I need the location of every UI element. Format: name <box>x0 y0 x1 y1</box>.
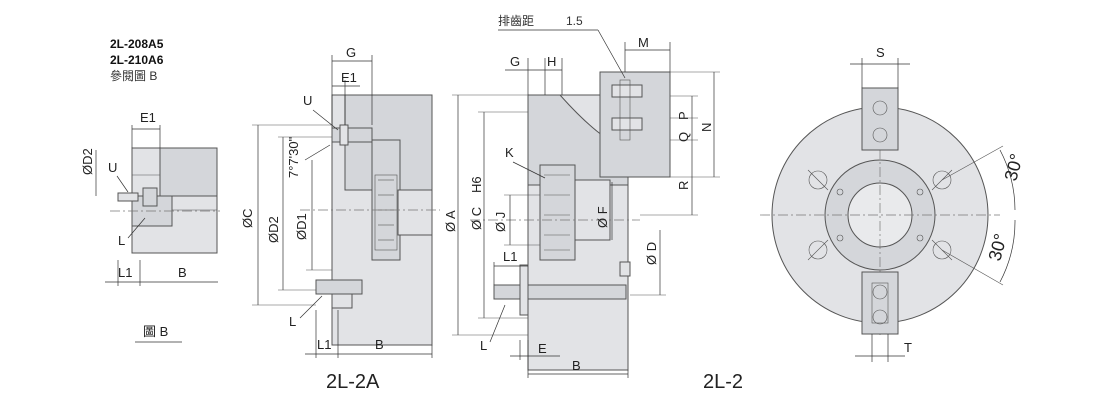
figure-b: E1 ØD2 U L L1 B 圖 B <box>80 110 220 343</box>
2l-2-port <box>619 261 631 277</box>
2l-2-pitch-value: 1.5 <box>566 14 583 28</box>
2l-2-h-label: H <box>547 54 556 69</box>
figure-b-screw <box>117 192 139 202</box>
2l-2a-top-screw <box>339 124 349 146</box>
model-reference-note: 參閱圖 B <box>110 68 157 83</box>
2l-2-caption: 2L-2 <box>703 371 743 393</box>
2l-2-k-label: K <box>505 145 514 160</box>
front-angle-bottom-label: 30° <box>985 232 1011 263</box>
2l-2-c-label: Ø C <box>469 207 484 230</box>
2l-2-g-label: G <box>510 54 520 69</box>
2l-2-p-label: P <box>676 111 691 120</box>
2l-2a-caption: 2L-2A <box>326 371 380 393</box>
2l-2-a-label: Ø A <box>443 210 458 232</box>
2l-2a-b-label: B <box>375 337 384 352</box>
2l-2-rod-bracket <box>519 264 529 316</box>
figure-b-u-label: U <box>108 160 117 175</box>
2l-2a-angle-label: 7°7'30" <box>286 136 301 178</box>
2l-2a-top-jaw <box>331 127 373 143</box>
2l-2-b-label: B <box>572 358 581 373</box>
front-angle-arc-bottom <box>999 219 1016 283</box>
figure-b-l1-label: L1 <box>118 265 132 280</box>
front-s-label: S <box>876 45 885 60</box>
2l-2a-bottom-rod <box>315 279 363 295</box>
figure-b-caption: 圖 B <box>143 324 168 339</box>
2l-2a-u-label: U <box>303 93 312 108</box>
2l-2a-d2-label: ØD2 <box>266 216 281 243</box>
2l-2a-bottom-block <box>331 293 353 309</box>
2l-2-d-label: Ø D <box>644 242 659 265</box>
2l-2a-piston <box>371 139 401 261</box>
front-angle-top-label: 30° <box>1001 152 1027 183</box>
2l-2-f-label: Ø F <box>595 206 610 228</box>
2l-2a-c-label: ØC <box>240 209 255 229</box>
view-2l-2: 排齒距 1.5 M G H P Q N R K Ø A <box>443 14 743 393</box>
2l-2a-l1-label: L1 <box>317 337 331 352</box>
model-note: 2L-208A5 2L-210A6 參閱圖 B <box>110 37 164 83</box>
2l-2-inner-bore <box>574 179 611 241</box>
figure-b-l-label: L <box>118 233 125 248</box>
front-bolt-hole-3 <box>808 240 828 260</box>
2l-2-m-label: M <box>638 35 649 50</box>
2l-2-pitch-label: 排齒距 <box>498 14 534 28</box>
front-bolt-hole-4 <box>932 240 952 260</box>
2l-2a-g-label: G <box>346 45 356 60</box>
2l-2-r-label: R <box>676 181 691 190</box>
front-top-jaw <box>861 87 899 151</box>
front-angle-arc-top <box>999 149 1016 211</box>
2l-2-q-label: Q <box>676 132 691 142</box>
model-2l-208a5: 2L-208A5 <box>110 37 164 51</box>
2l-2-jaw-slot-2 <box>611 117 643 131</box>
2l-2-n-label: N <box>699 123 714 132</box>
2l-2-bottom-rod <box>493 284 627 300</box>
figure-b-b-label: B <box>178 265 187 280</box>
figure-b-d2-label: ØD2 <box>80 148 95 175</box>
figure-b-upper-block <box>159 147 218 197</box>
front-view: S T 30° 30° <box>760 45 1027 362</box>
2l-2a-d1-label: ØD1 <box>294 213 309 240</box>
2l-2-l1-label: L1 <box>503 249 517 264</box>
2l-2-l-label: L <box>480 338 487 353</box>
front-t-label: T <box>904 340 912 355</box>
figure-b-e1-label: E1 <box>140 110 156 125</box>
front-bolt-hole-1 <box>808 170 828 190</box>
model-2l-210a6: 2L-210A6 <box>110 53 164 67</box>
2l-2a-e1-label: E1 <box>341 70 357 85</box>
view-2l-2a: G E1 U 7°7'30" ØC ØD2 ØD1 L L1 B 2L-2A <box>240 45 440 393</box>
front-bolt-hole-2 <box>932 170 952 190</box>
2l-2-jaw-slot-1 <box>611 84 643 98</box>
2l-2a-side-port <box>397 189 433 236</box>
2l-2-h6-label: H6 <box>469 176 484 193</box>
2l-2-piston <box>539 164 576 261</box>
2l-2a-l-label: L <box>289 314 296 329</box>
front-bottom-jaw <box>861 271 899 335</box>
figure-b-screw-head <box>142 187 158 207</box>
2l-2-e-label: E <box>538 341 547 356</box>
2l-2-j-label: Ø J <box>493 212 508 232</box>
